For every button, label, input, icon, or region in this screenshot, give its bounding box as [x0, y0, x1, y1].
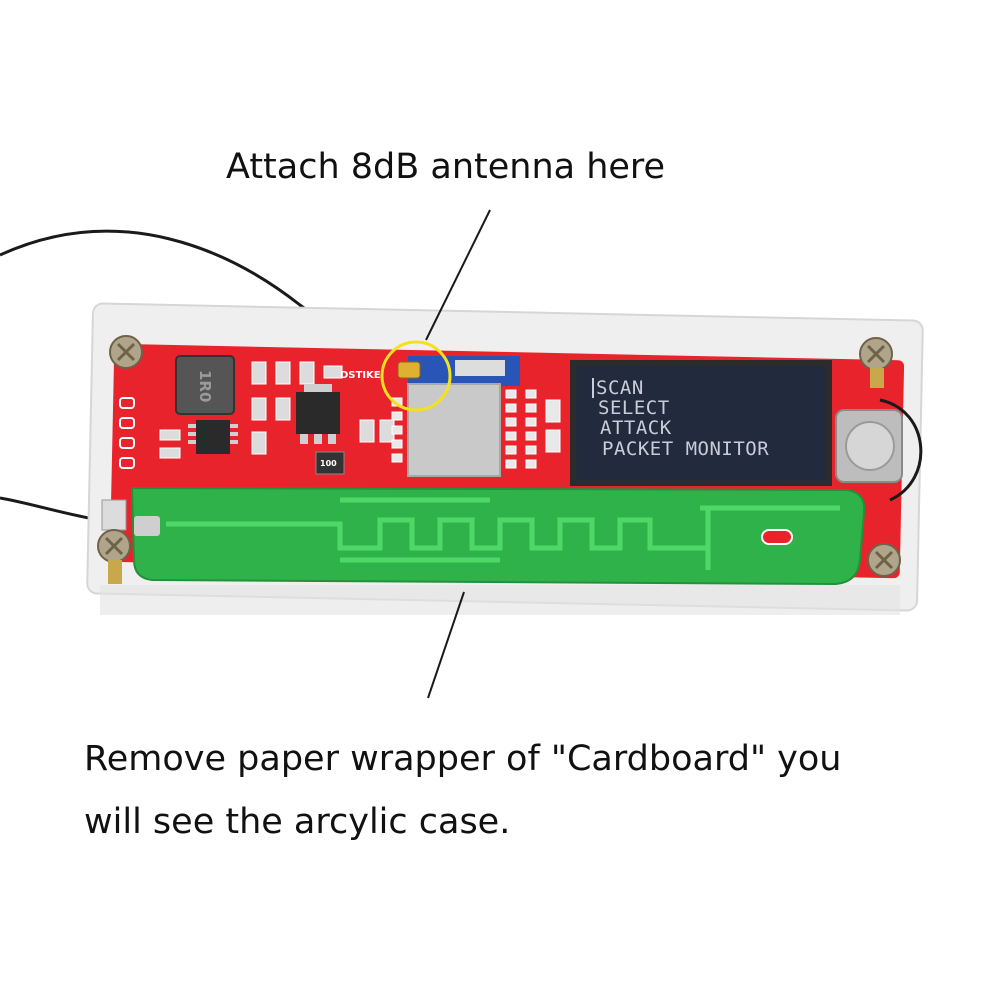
standoff-right: [870, 368, 884, 388]
oled-screen: [576, 366, 826, 480]
antenna-slot: [761, 529, 793, 545]
screw-bottom-right: [867, 543, 901, 577]
screw-top-left: [109, 335, 143, 369]
oled-menu-item-1: SCAN: [596, 377, 644, 399]
inductor: [175, 355, 235, 415]
oled-menu-item-4: PACKET MONITOR: [602, 438, 769, 460]
screw-bottom-left: [97, 529, 131, 563]
capacitor: [315, 451, 345, 475]
smd-components: [159, 361, 395, 459]
capacitor-marking: 100: [320, 459, 337, 468]
edge-pads: [119, 397, 135, 469]
antenna-traces: [166, 497, 840, 570]
pointer-line-top: [425, 209, 491, 341]
ufl-connector: [397, 361, 421, 379]
joystick-cable: [879, 398, 923, 502]
module-pads: [391, 389, 561, 469]
annotation-remove-wrapper-line1: Remove paper wrapper of "Cardboard" you: [84, 739, 842, 779]
side-connector: [101, 499, 127, 531]
standoff-left: [108, 560, 122, 584]
ic-chip: [196, 420, 230, 454]
inductor-marking: 1R0: [196, 370, 214, 402]
brand-silkscreen: DSTIKE: [340, 370, 381, 381]
antenna-solder-joint: [134, 516, 160, 536]
joystick-button: [845, 421, 895, 471]
acrylic-case-shadow: [100, 585, 900, 615]
screw-top-right: [859, 337, 893, 371]
oled-menu-item-3: ATTACK: [600, 417, 672, 439]
oled-menu-item-2: SELECT: [598, 397, 670, 419]
regulator-chip: [296, 392, 340, 434]
wifi-module-shield: [407, 383, 501, 477]
annotation-attach-antenna: Attach 8dB antenna here: [226, 147, 666, 187]
pointer-line-bottom: [427, 591, 465, 699]
annotation-remove-wrapper-line2: will see the arcylic case.: [84, 802, 511, 842]
antenna-connector-highlight: [380, 340, 452, 412]
